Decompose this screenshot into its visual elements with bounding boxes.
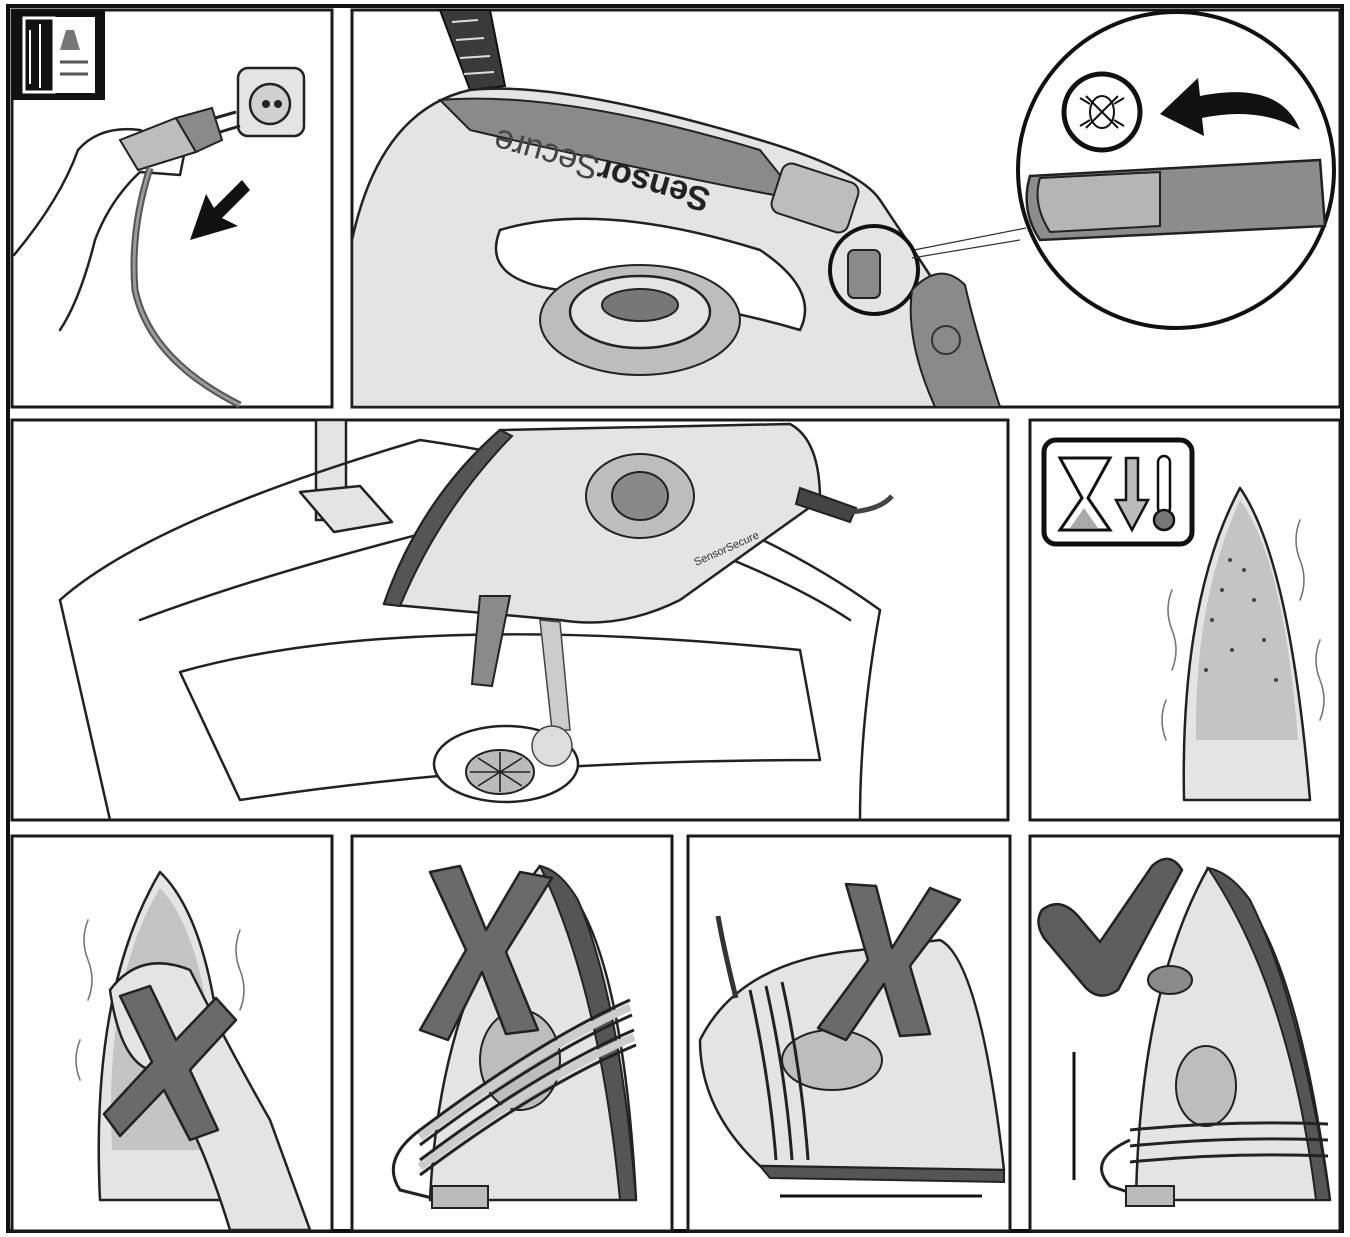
iron-tilted-rinse: SensorSecure <box>382 422 894 688</box>
hand-holding-plug <box>12 106 242 409</box>
x-cross-icon <box>816 882 962 1042</box>
steam-buttons <box>770 162 860 234</box>
anticalc-button <box>847 249 881 299</box>
highlight-circle <box>828 224 920 316</box>
panel-anticalc-button: SensorSecure <box>350 8 1342 409</box>
panel-no-touch <box>10 834 334 1233</box>
zoom-detail <box>1016 10 1336 330</box>
hot-soleplate <box>1161 486 1325 802</box>
curved-arrow-icon <box>1160 78 1300 136</box>
panel-cool-down <box>1028 418 1342 822</box>
power-cord-top <box>438 9 507 92</box>
x-cross-icon <box>102 984 238 1142</box>
checkmark-icon <box>1037 857 1184 997</box>
temperature-dial <box>539 264 741 376</box>
panel-no-wrap-flat <box>686 834 1012 1233</box>
water-tap <box>298 418 394 534</box>
manual-book-icon <box>12 10 105 100</box>
anti-calc-symbol-icon <box>1079 95 1125 129</box>
anticalc-valve <box>470 595 512 688</box>
panel-rinse-sink: SensorSecure <box>10 418 1010 822</box>
panel-unplug <box>10 8 334 409</box>
x-cross-icon <box>418 864 554 1042</box>
water-stream <box>539 619 571 731</box>
panel-store-correct <box>1028 834 1342 1233</box>
wall-socket <box>236 66 306 138</box>
panel-no-wrap-upright <box>350 834 674 1233</box>
handle-grip <box>909 272 1002 408</box>
bosch-logo <box>931 325 961 355</box>
arrow-down-left-icon <box>190 180 250 240</box>
hourglass-cooldown-thermometer-icon <box>1041 437 1195 547</box>
